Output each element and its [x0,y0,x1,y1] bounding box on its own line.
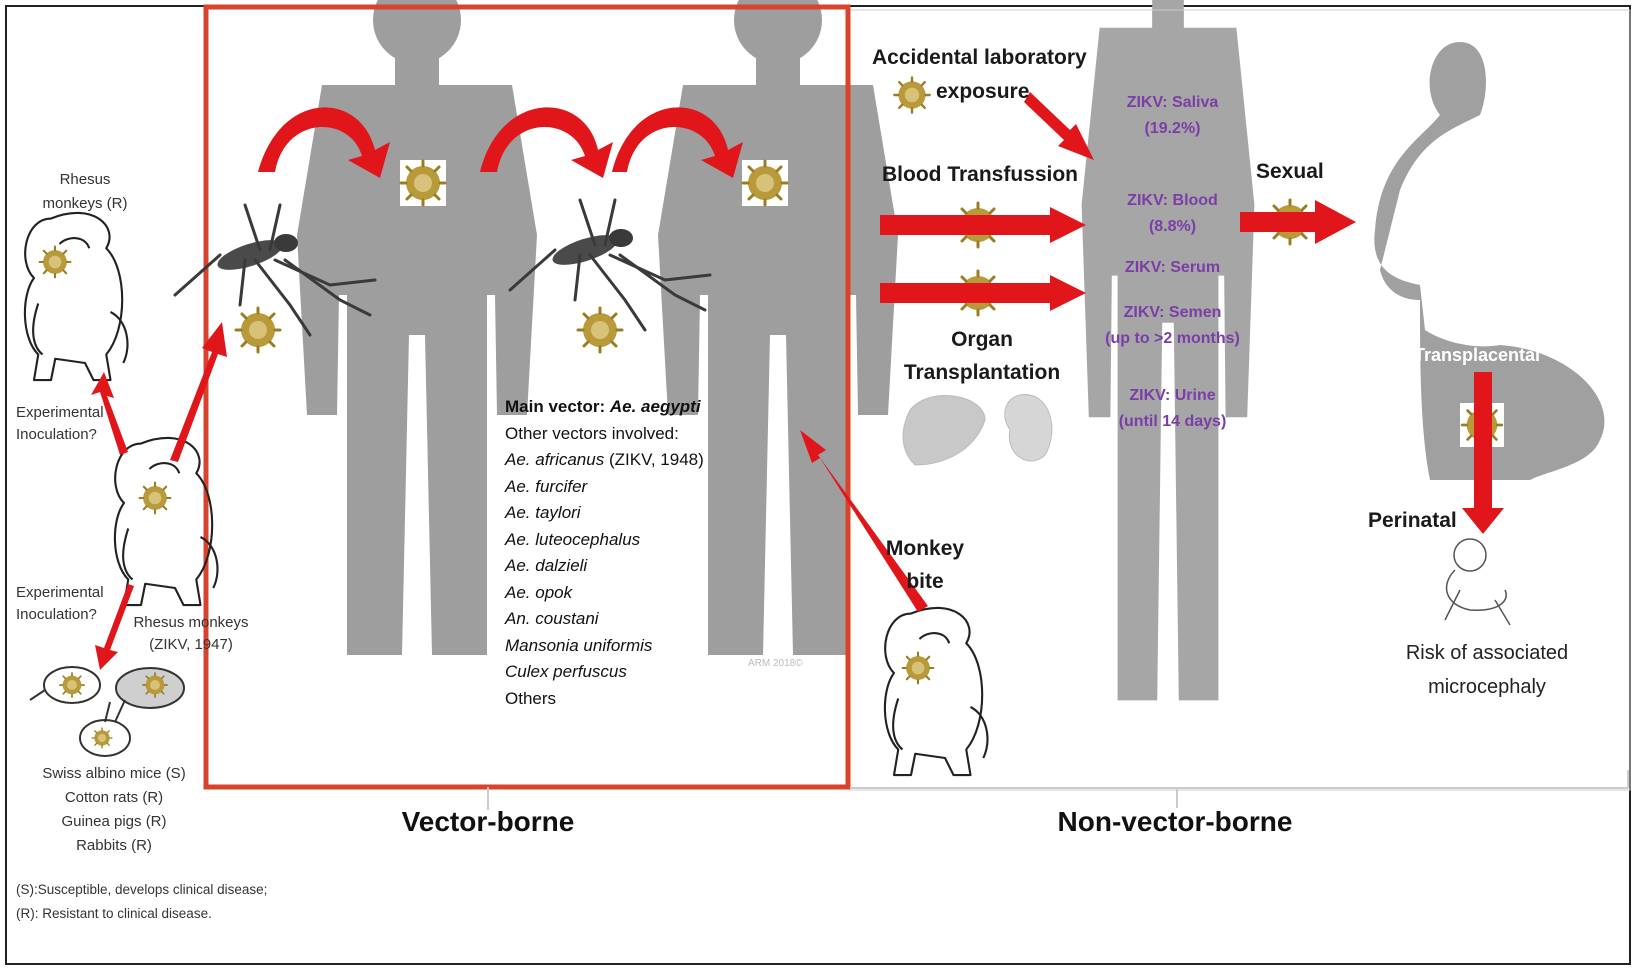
animal-item: Swiss albino mice (S) [30,762,198,786]
animal-item: Cotton rats (R) [30,786,198,810]
vector-list: Main vector: Ae. aegypti Other vectors i… [505,394,704,712]
accidental-lab-label: Accidental laboratory [872,44,1087,71]
small-animals-list: Swiss albino mice (S) Cotton rats (R) Gu… [30,762,198,858]
microcephaly-risk-label: Risk of associated microcephaly [1392,636,1582,704]
others-label: Others [505,686,704,713]
transplacental-label: Transplacental [1414,344,1540,367]
fluid-urine: ZIKV: Urine (until 14 days) [1100,383,1245,435]
watermark: ARM 2018© [748,652,803,675]
vector-item: Ae. taylori [505,500,704,527]
main-vector-species: Ae. aegypti [610,397,701,416]
fluid-saliva: ZIKV: Saliva (19.2%) [1100,90,1245,142]
main-vector-label: Main vector: [505,397,605,416]
rhesus-monkeys-top-label: Rhesus monkeys (R) [30,168,140,216]
perinatal-label: Perinatal [1368,507,1457,534]
organ-transplantation-label: Organ Transplantation [892,323,1072,389]
vector-item: Ae. dalzieli [505,553,704,580]
experimental-inoculation-label: Experimental Inoculation? [16,582,126,626]
animal-item: Rabbits (R) [30,834,198,858]
other-vectors-label: Other vectors involved: [505,421,704,448]
animal-item: Guinea pigs (R) [30,810,198,834]
experimental-inoculation-label: Experimental Inoculation? [16,402,126,446]
monkey-bite-label: Monkey bite [870,532,980,598]
fluid-blood: ZIKV: Blood (8.8%) [1100,188,1245,240]
vector-item: Ae. opok [505,580,704,607]
fluid-serum: ZIKV: Serum [1100,255,1245,281]
blood-transfusion-label: Blood Transfussion [882,161,1078,188]
vector-item: An. coustani [505,606,704,633]
sexual-label: Sexual [1256,158,1324,185]
vector-borne-label: Vector-borne [388,810,588,833]
legend-susceptible: (S):Susceptible, develops clinical disea… [16,878,267,902]
vector-item: Culex perfuscus [505,659,704,686]
vector-item: Mansonia uniformis [505,633,704,660]
non-vector-borne-label: Non-vector-borne [1030,810,1320,833]
rhesus-monkeys-zikv-label: Rhesus monkeys (ZIKV, 1947) [128,612,254,656]
exposure-label: exposure [936,78,1029,105]
vector-item: Ae. africanus (ZIKV, 1948) [505,447,704,474]
vector-item: Ae. furcifer [505,474,704,501]
legend-resistant: (R): Resistant to clinical disease. [16,902,212,926]
fluid-semen: ZIKV: Semen (up to >2 months) [1090,300,1255,352]
vector-item: Ae. luteocephalus [505,527,704,554]
